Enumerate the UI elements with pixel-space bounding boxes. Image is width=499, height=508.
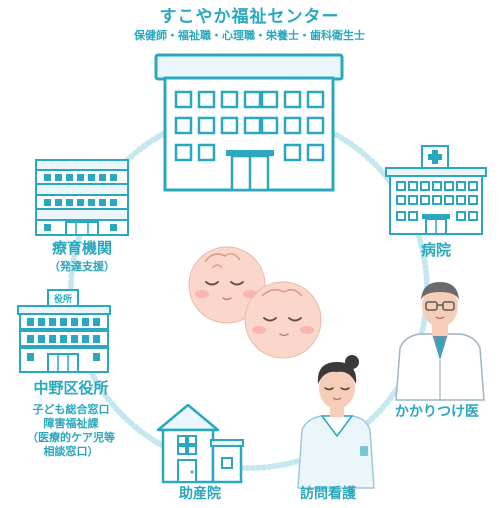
midwife-label: 助産院 [179, 486, 221, 502]
ward-office-building-icon [17, 289, 111, 373]
ward-office-sub-line: （医療的ケア児等 [27, 431, 115, 444]
center-title: すこやか福祉センター [159, 7, 340, 27]
ward-office-label: 中野区役所 [33, 379, 109, 397]
hospital-building-icon [385, 145, 487, 235]
visiting-nurse-illustration [297, 355, 375, 489]
ward-office-sub-label: 子ども総合窓口 障害福祉課 （医療的ケア児等 相談窓口） [2, 403, 140, 459]
family-doctor-label: かかりつけ医 [394, 404, 480, 420]
twin-babies-illustration [188, 246, 322, 359]
ryoiku-label: 療育機関 [51, 239, 112, 257]
welfare-center-building-icon [154, 53, 344, 192]
ward-office-sub-line: 子ども総合窓口 [32, 403, 110, 416]
midwife-house-icon [156, 403, 244, 484]
ryoiku-sub-label: （発達支援） [49, 260, 115, 273]
family-doctor-illustration [395, 282, 485, 401]
ward-office-sign: 役所 [53, 293, 72, 305]
hospital-label: 病院 [420, 241, 451, 259]
ryoiku-building-icon [35, 159, 129, 236]
visiting-nurse-label: 訪問看護 [300, 486, 356, 502]
center-staff-list: 保健師・福祉職・心理職・栄養士・歯科衛生士 [134, 29, 365, 42]
baby-right-face [244, 281, 322, 359]
ward-office-sub-line: 障害福祉課 [43, 417, 99, 430]
baby-left-face [188, 246, 266, 324]
ward-office-sub-line: 相談窓口） [43, 445, 99, 458]
